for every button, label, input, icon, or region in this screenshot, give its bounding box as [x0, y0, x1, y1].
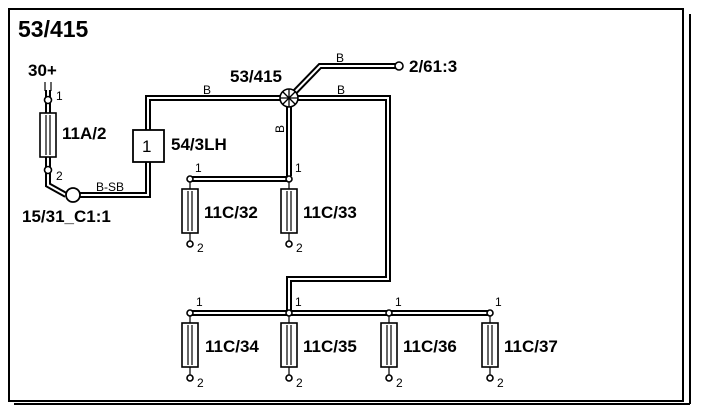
lamp-11c-35	[280, 309, 298, 382]
splice-symbol	[279, 88, 299, 108]
diagram-title: 53/415	[18, 16, 89, 42]
lamp-pin-top: 1	[495, 295, 502, 309]
fuse-symbol	[39, 82, 57, 175]
lamp-11c-36	[380, 309, 398, 382]
lamp-label: 11C/34	[205, 337, 259, 356]
connector-terminal	[394, 61, 404, 71]
lamp-pin-top: 1	[395, 295, 402, 309]
module-label: 54/3LH	[171, 135, 227, 154]
lamp-pin-bottom: 2	[197, 376, 204, 390]
diagram-frame	[8, 8, 684, 402]
lamp-label: 11C/37	[504, 337, 558, 356]
lamp-pin-bottom: 2	[296, 376, 303, 390]
lamp-pin-bottom: 2	[197, 241, 204, 255]
lamp-label: 11C/36	[403, 337, 457, 356]
fuse-pin-bottom: 2	[56, 169, 63, 183]
module-pin: 1	[142, 137, 151, 156]
wire-color-top-right: B	[336, 51, 344, 65]
lamp-pin-top: 1	[295, 161, 302, 175]
connector-top-right-label: 2/61:3	[409, 57, 457, 76]
lamp-11c-37	[481, 309, 499, 382]
lamp-pin-bottom: 2	[296, 241, 303, 255]
fuse-pin-top: 1	[56, 89, 63, 103]
wire-color-bottom: B-SB	[96, 180, 124, 194]
wire-color-left: B	[203, 83, 211, 97]
ground-connector-label: 15/31_C1:1	[22, 207, 111, 226]
module-box	[132, 129, 165, 163]
lamp-pin-top: 1	[195, 161, 202, 175]
lamp-11c-33	[280, 175, 298, 248]
lamp-pin-top: 1	[196, 295, 203, 309]
ground-connector-symbol	[65, 187, 81, 203]
lamp-label: 11C/32	[204, 203, 258, 222]
lamp-label: 11C/35	[303, 337, 357, 356]
lamp-11c-32	[181, 175, 199, 248]
wire-harness	[45, 63, 490, 316]
splice-label: 53/415	[230, 67, 282, 86]
lamp-pin-top: 1	[295, 295, 302, 309]
lamp-label: 11C/33	[303, 203, 357, 222]
wire-color-right: B	[337, 83, 345, 97]
wire-color-vertical: B	[273, 125, 287, 133]
lamp-pin-bottom: 2	[396, 376, 403, 390]
lamp-11c-34	[181, 309, 199, 382]
fuse-label: 11A/2	[62, 124, 106, 143]
supply-label: 30+	[28, 61, 57, 80]
lamp-pin-bottom: 2	[497, 376, 504, 390]
